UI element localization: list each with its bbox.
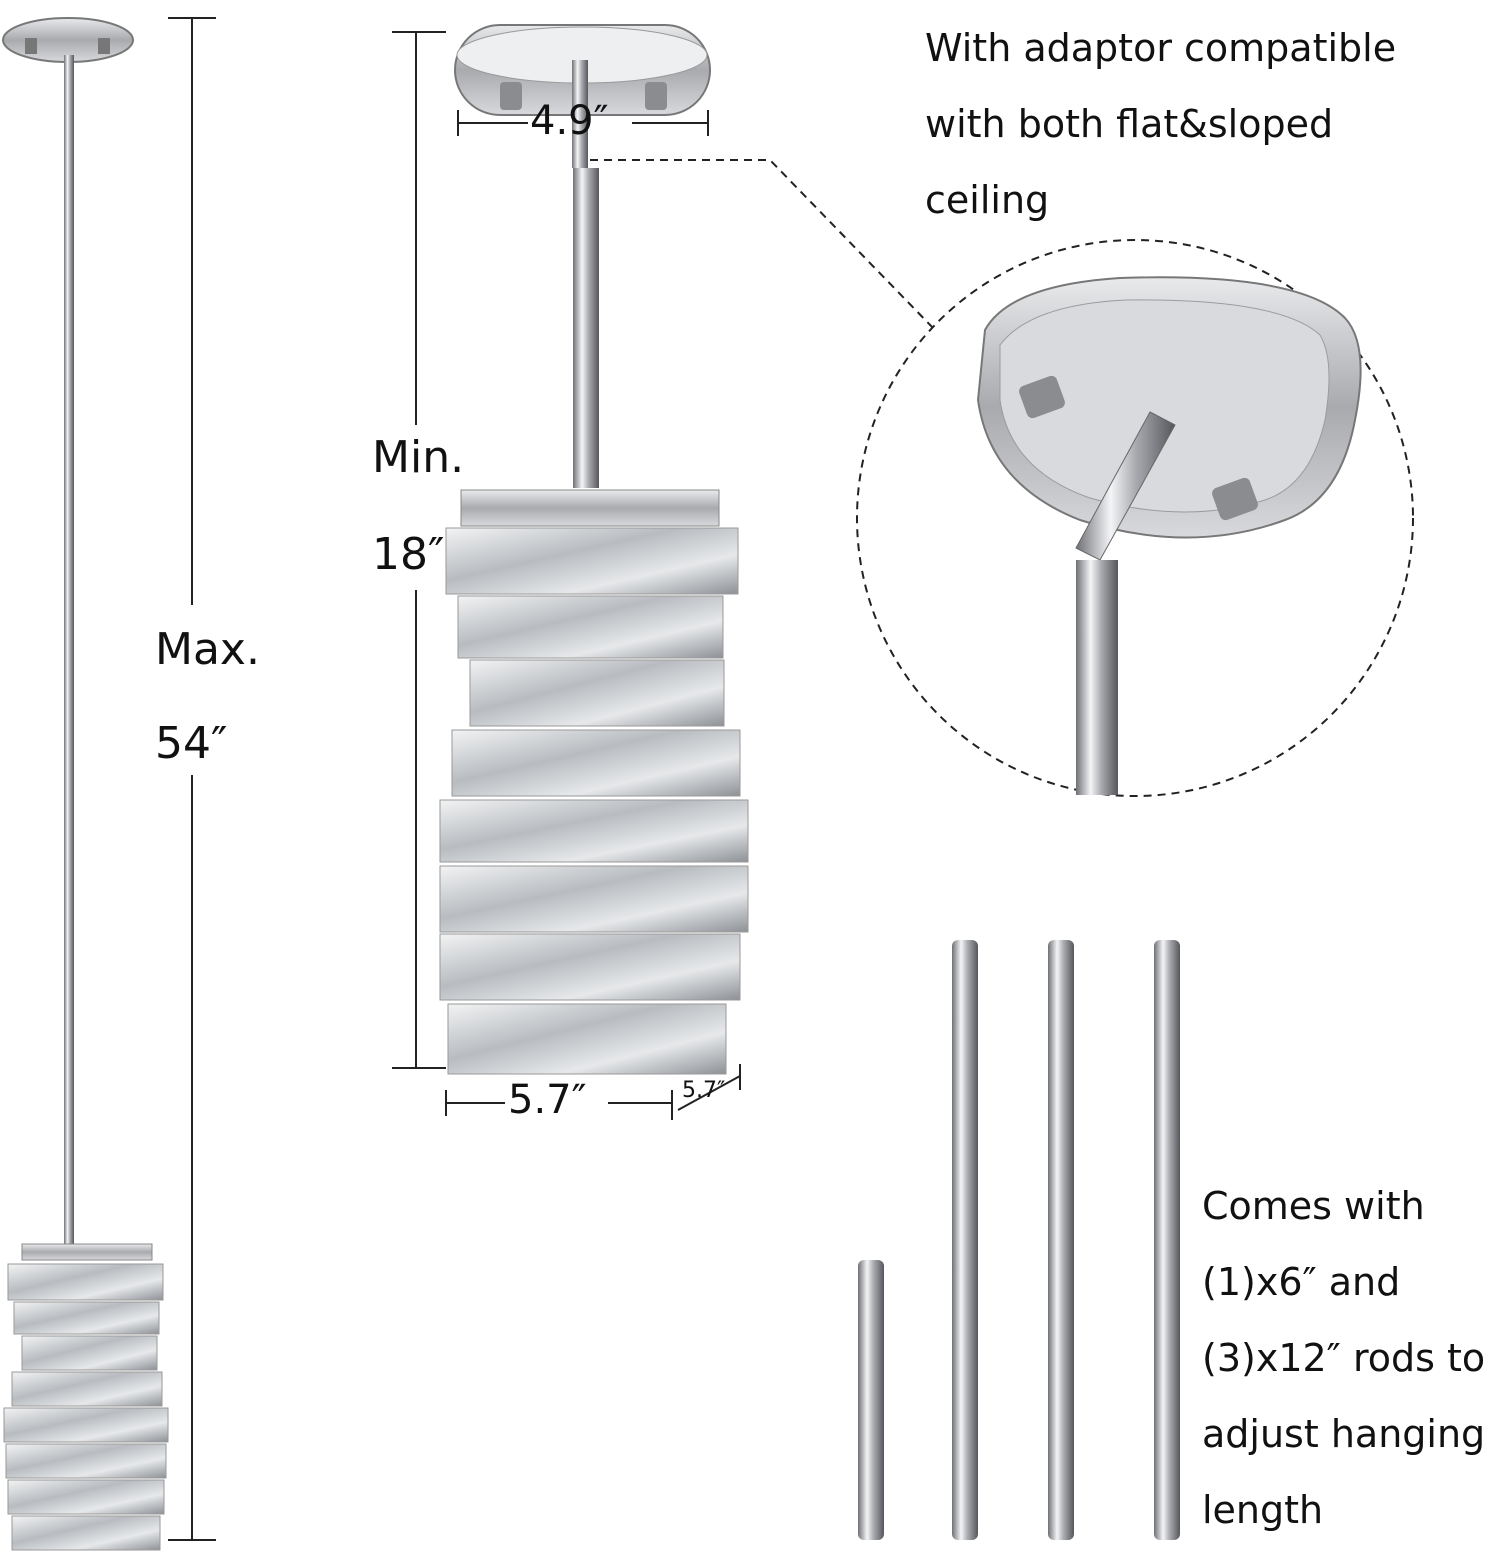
canopy-width-label: 4.9″: [530, 98, 609, 144]
mid-stem: [573, 168, 599, 488]
callout-circle: [856, 239, 1414, 797]
left-canopy-screw: [98, 38, 110, 54]
rod-12-inch: [952, 940, 978, 1540]
rod-6-inch: [858, 1260, 884, 1540]
max-length-fixture: [2, 17, 216, 1551]
left-crystal-shade: [3, 1263, 169, 1551]
extension-rods: [858, 940, 1180, 1540]
mid-canopy-screw: [645, 82, 667, 110]
rods-note: Comes with (1)x6″ and (3)x12″ rods to ad…: [1202, 1184, 1486, 1532]
left-stem: [64, 55, 74, 1250]
shade-width-label: 5.7″: [508, 1077, 587, 1123]
shade-width-dimension-line: [445, 1064, 741, 1120]
mid-shade-top-plate: [460, 489, 720, 527]
min-value: 18″: [372, 529, 445, 580]
max-value: 54″: [155, 718, 228, 769]
min-label: Min.: [372, 432, 465, 483]
shade-depth-label: 5.7″: [682, 1078, 726, 1103]
max-dimension-line: [168, 17, 216, 1541]
min-length-fixture: [392, 24, 749, 1120]
canopy-width-dimension-line: [457, 110, 709, 136]
callout-leader-line: [590, 159, 936, 331]
min-dimension-line: [392, 31, 446, 1069]
sloped-canopy-detail: [976, 276, 1362, 795]
mid-stem-joint: [572, 60, 588, 168]
mid-crystal-shade: [439, 527, 749, 1075]
rod-12-inch: [1154, 940, 1180, 1540]
left-canopy-screw: [25, 38, 37, 54]
adaptor-callout: [590, 159, 1414, 797]
rod-12-inch: [1048, 940, 1074, 1540]
adaptor-note: With adaptor compatible with both flat&s…: [925, 26, 1397, 222]
max-label: Max.: [155, 624, 260, 675]
mid-canopy-screw: [500, 82, 522, 110]
left-shade-top-plate: [21, 1243, 153, 1261]
